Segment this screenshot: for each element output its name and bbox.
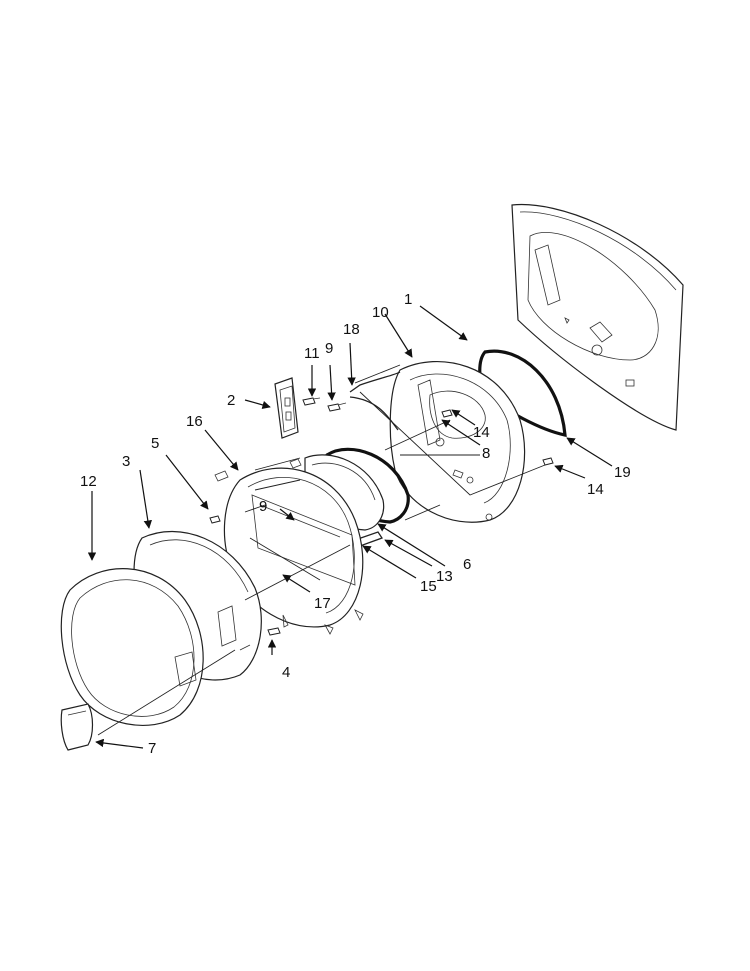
callout-2: 2 (227, 392, 235, 409)
callout-9-lower: 9 (259, 498, 267, 515)
callout-5: 5 (151, 435, 159, 452)
screw-4 (267, 627, 281, 636)
callout-14-upper: 14 (473, 424, 490, 441)
screw-5 (209, 515, 221, 524)
alignment-lines (97, 364, 546, 736)
callout-labels: 1 2 3 4 5 6 7 8 9 9 10 11 12 13 14 14 15… (80, 291, 631, 757)
callout-14-lower: 14 (587, 481, 604, 498)
callout-4: 4 (282, 664, 290, 681)
callout-12: 12 (80, 473, 97, 490)
callout-11: 11 (304, 345, 320, 362)
callout-16: 16 (186, 413, 203, 430)
callout-8: 8 (482, 445, 490, 462)
callout-18: 18 (343, 321, 360, 338)
hinge-wire-18 (349, 371, 401, 431)
callout-15: 15 (420, 578, 437, 595)
screw-11 (302, 397, 321, 406)
callout-9-upper: 9 (325, 340, 333, 357)
inner-door-panel-10 (389, 361, 526, 523)
callout-6: 6 (463, 556, 471, 573)
cabinet-front-panel (511, 203, 684, 431)
callout-1: 1 (404, 291, 412, 308)
leader-lines (87, 305, 613, 749)
screw-9-upper (327, 402, 347, 412)
callout-17: 17 (314, 595, 331, 612)
door-handle-7 (60, 703, 94, 751)
outer-door-ring-12 (60, 568, 204, 726)
callout-7: 7 (148, 740, 156, 757)
callout-19: 19 (614, 464, 631, 481)
callout-10: 10 (372, 304, 389, 321)
callout-13: 13 (436, 568, 453, 585)
callout-3: 3 (122, 453, 130, 470)
hinge-assembly-2 (274, 377, 299, 439)
screw-14-lower (542, 457, 554, 466)
